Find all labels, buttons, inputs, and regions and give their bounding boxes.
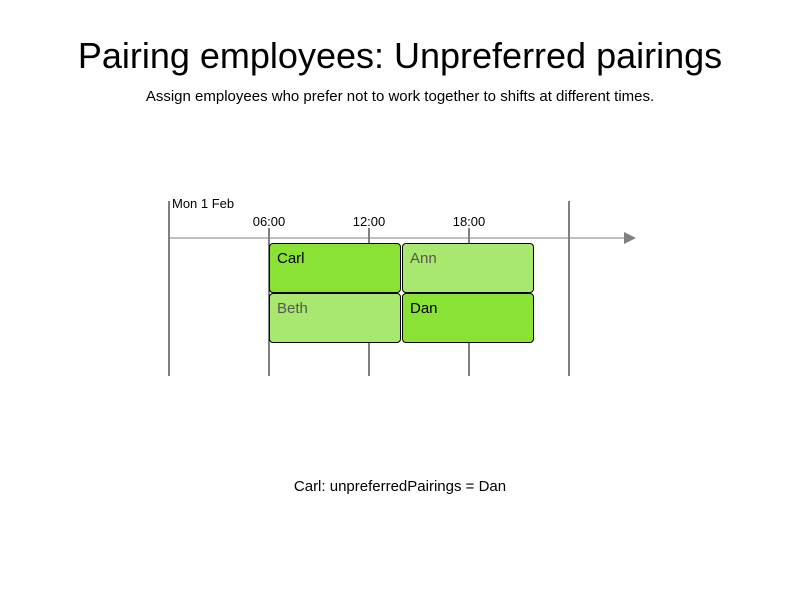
time-label-1800: 18:00 bbox=[452, 214, 486, 229]
shift-employee-name: Ann bbox=[410, 250, 437, 267]
shift-dan[interactable]: Dan bbox=[402, 293, 534, 343]
shift-employee-name: Dan bbox=[410, 300, 438, 317]
shift-employee-name: Beth bbox=[277, 300, 308, 317]
shift-ann[interactable]: Ann bbox=[402, 243, 534, 293]
time-label-1200: 12:00 bbox=[352, 214, 386, 229]
date-label: Mon 1 Feb bbox=[172, 196, 235, 211]
shift-employee-name: Carl bbox=[277, 250, 305, 267]
constraint-caption: Carl: unpreferredPairings = Dan bbox=[293, 478, 507, 495]
page-subtitle: Assign employees who prefer not to work … bbox=[145, 88, 655, 105]
shift-carl[interactable]: Carl bbox=[269, 243, 401, 293]
page-title: Pairing employees: Unpreferred pairings bbox=[77, 35, 723, 76]
shift-beth[interactable]: Beth bbox=[269, 293, 401, 343]
time-axis-arrowhead bbox=[624, 232, 636, 244]
time-label-0600: 06:00 bbox=[252, 214, 286, 229]
